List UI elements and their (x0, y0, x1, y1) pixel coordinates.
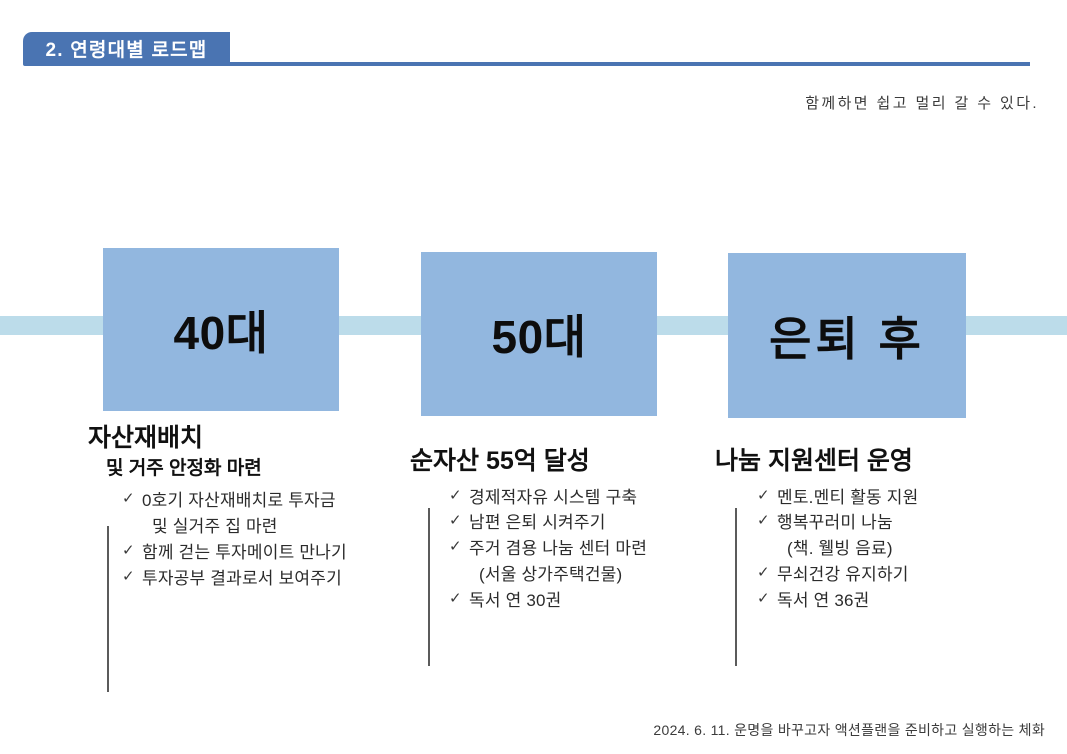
check-icon: ✓ (122, 490, 135, 508)
roadmap-column-retirement: 나눔 지원센터 운영 ✓ 멘토.멘티 활동 지원 ✓ 행복꾸러미 나눔 (책. … (715, 447, 1025, 666)
check-icon: ✓ (449, 589, 462, 607)
list-item: ✓ 경제적자유 시스템 구축 (449, 485, 710, 511)
bullet-group: ✓ 경제적자유 시스템 구축 ✓ 남편 은퇴 시켜주기 ✓ 주거 겸용 나눔 센… (410, 485, 710, 666)
list-item-text: 함께 걷는 투자메이트 만나기 (142, 542, 347, 562)
check-icon: ✓ (122, 541, 135, 559)
list-item-text: 및 실거주 집 마련 (152, 517, 278, 537)
footer-note: 2024. 6. 11. 운명을 바꾸고자 액션플랜을 준비하고 실행하는 체화 (653, 722, 1045, 738)
list-item-text: 무쇠건강 유지하기 (777, 564, 909, 584)
stage-box-50s: 50대 (421, 252, 657, 416)
check-icon: ✓ (757, 486, 770, 504)
bullet-list: ✓ 멘토.멘티 활동 지원 ✓ 행복꾸러미 나눔 (책. 웰빙 음료) ✓ 무쇠… (735, 485, 1025, 614)
bullet-group: ✓ 0호기 자산재배치로 투자금 및 실거주 집 마련 ✓ 함께 걷는 투자메이… (88, 488, 388, 693)
stage-label: 40대 (173, 306, 269, 359)
title-underline-rule (230, 62, 1030, 66)
list-item: ✓ 독서 연 36권 (757, 588, 1025, 614)
list-item: ✓ 주거 겸용 나눔 센터 마련 (449, 536, 710, 562)
check-icon: ✓ (757, 563, 770, 581)
column-heading: 순자산 55억 달성 (410, 447, 590, 475)
page-title: 2. 연령대별 로드맵 (45, 39, 208, 61)
column-heading: 자산재배치 (88, 424, 204, 452)
check-icon: ✓ (449, 538, 462, 556)
column-divider-line (735, 507, 737, 666)
list-item-text: 남편 은퇴 시켜주기 (469, 513, 606, 533)
slide-subtitle: 함께하면 쉽고 멀리 갈 수 있다. (805, 95, 1039, 112)
stage-box-40s: 40대 (103, 248, 339, 411)
column-divider-line (107, 526, 109, 693)
stage-label: 은퇴 후 (769, 312, 925, 365)
check-icon: ✓ (122, 567, 135, 585)
list-item: ✓ 무쇠건강 유지하기 (757, 562, 1025, 588)
bullet-list: ✓ 경제적자유 시스템 구축 ✓ 남편 은퇴 시켜주기 ✓ 주거 겸용 나눔 센… (430, 485, 710, 614)
list-item: (서울 상가주택건물) (449, 562, 710, 588)
list-item: ✓ 남편 은퇴 시켜주기 (449, 510, 710, 536)
list-item: ✓ 행복꾸러미 나눔 (757, 510, 1025, 536)
list-item-text: 독서 연 36권 (777, 590, 870, 610)
list-item: ✓ 멘토.멘티 활동 지원 (757, 485, 1025, 511)
list-item: 및 실거주 집 마련 (122, 514, 388, 540)
check-icon: ✓ (757, 589, 770, 607)
roadmap-column-50s: 순자산 55억 달성 ✓ 경제적자유 시스템 구축 ✓ 남편 은퇴 시켜주기 ✓… (410, 447, 710, 666)
stage-label: 50대 (491, 311, 587, 363)
list-item: ✓ 함께 걷는 투자메이트 만나기 (122, 540, 388, 566)
check-icon: ✓ (449, 486, 462, 504)
check-icon: ✓ (449, 512, 462, 530)
column-divider-line (428, 507, 430, 666)
list-item-text: 주거 겸용 나눔 센터 마련 (469, 539, 648, 559)
list-item-text: 독서 연 30권 (469, 590, 562, 610)
list-item: ✓ 0호기 자산재배치로 투자금 (122, 488, 388, 514)
column-subheading: 및 거주 안정화 마련 (106, 457, 262, 479)
bullet-group: ✓ 멘토.멘티 활동 지원 ✓ 행복꾸러미 나눔 (책. 웰빙 음료) ✓ 무쇠… (715, 485, 1025, 666)
list-item-text: 멘토.멘티 활동 지원 (777, 487, 919, 507)
list-item: ✓ 투자공부 결과로서 보여주기 (122, 566, 388, 592)
stage-box-retirement: 은퇴 후 (728, 253, 966, 418)
section-title-chip: 2. 연령대별 로드맵 (23, 32, 230, 66)
list-item-text: (책. 웰빙 음료) (787, 539, 893, 559)
list-item: ✓ 독서 연 30권 (449, 588, 710, 614)
check-icon: ✓ (757, 512, 770, 530)
list-item-text: 경제적자유 시스템 구축 (469, 487, 638, 507)
bullet-list: ✓ 0호기 자산재배치로 투자금 및 실거주 집 마련 ✓ 함께 걷는 투자메이… (108, 488, 388, 591)
list-item-text: 0호기 자산재배치로 투자금 (142, 491, 336, 511)
list-item-text: (서울 상가주택건물) (479, 564, 623, 584)
column-heading: 나눔 지원센터 운영 (715, 447, 913, 475)
roadmap-column-40s: 자산재배치 및 거주 안정화 마련 ✓ 0호기 자산재배치로 투자금 및 실거주… (88, 424, 388, 693)
list-item-text: 투자공부 결과로서 보여주기 (142, 568, 342, 588)
list-item-text: 행복꾸러미 나눔 (777, 513, 893, 533)
list-item: (책. 웰빙 음료) (757, 536, 1025, 562)
